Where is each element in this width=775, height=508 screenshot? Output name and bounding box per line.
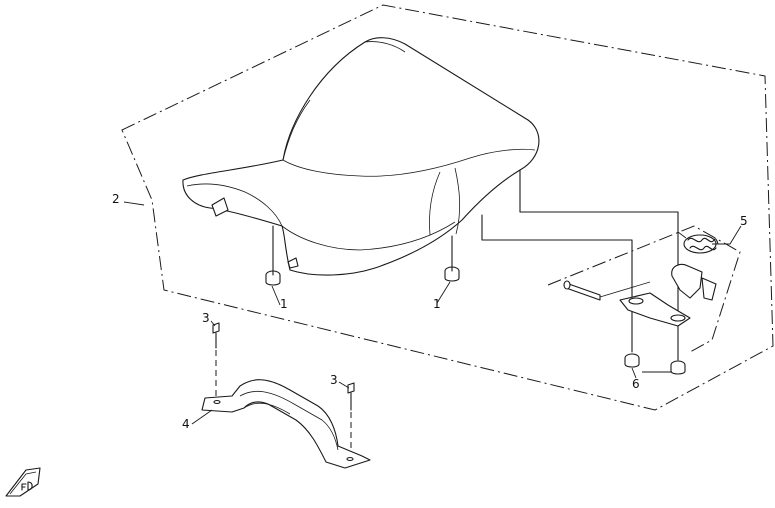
callout-1-left: 1 bbox=[280, 297, 288, 311]
nut-left bbox=[624, 353, 640, 368]
alignment-lines bbox=[481, 169, 679, 361]
seat-lock-assembly bbox=[547, 225, 741, 353]
seat bbox=[182, 37, 540, 276]
bolt-right-shape bbox=[347, 382, 355, 450]
cushion-left bbox=[265, 225, 281, 286]
seat-assembly-boundary bbox=[121, 4, 774, 411]
callout-3-right: 3 bbox=[330, 373, 338, 387]
callout-3-left: 3 bbox=[202, 311, 210, 325]
seat-bracket-shape bbox=[201, 379, 371, 469]
callout-6: 6 bbox=[632, 377, 640, 391]
callout-1-right: 1 bbox=[433, 297, 441, 311]
cushion-right bbox=[444, 235, 460, 282]
callout-4: 4 bbox=[182, 417, 190, 431]
leader-lines bbox=[123, 201, 742, 425]
bolt-left-shape bbox=[212, 322, 220, 402]
nut-right bbox=[670, 360, 686, 375]
callout-2: 2 bbox=[112, 192, 120, 206]
front-direction-logo bbox=[5, 467, 41, 497]
callout-5: 5 bbox=[740, 214, 748, 228]
